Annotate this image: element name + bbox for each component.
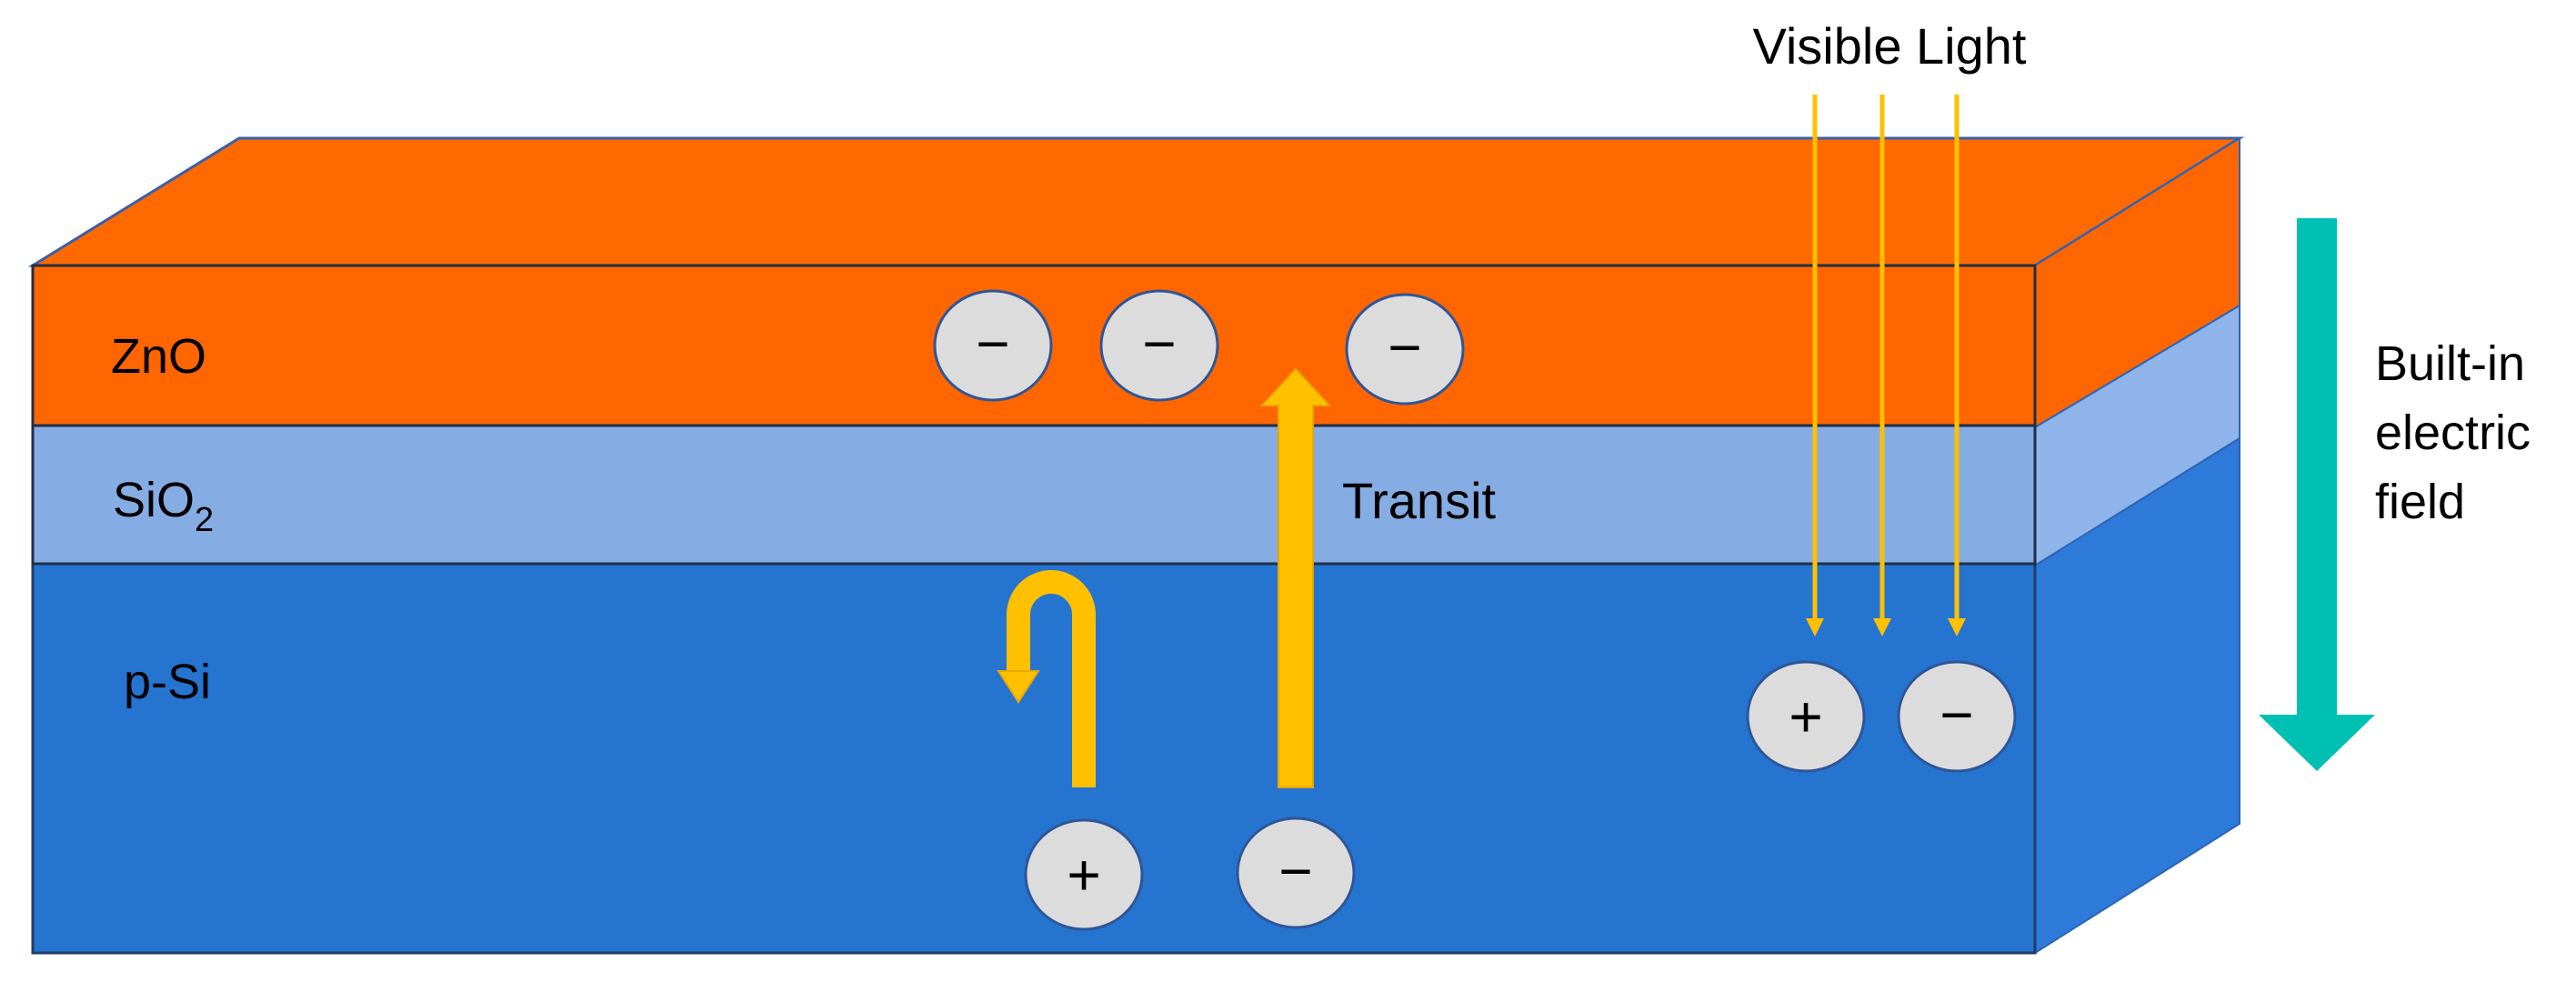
field-label-line3: field xyxy=(2375,475,2465,529)
psi-electron: − xyxy=(1236,817,1356,929)
zno-top-face xyxy=(27,136,2245,267)
zno-electron-2: − xyxy=(1099,289,1219,402)
photo-hole: + xyxy=(1746,660,1866,773)
visible-light-label: Visible Light xyxy=(1753,17,2027,75)
plus-sign: + xyxy=(1789,684,1822,749)
photo-electron: − xyxy=(1897,660,2017,773)
zno-electron-1: − xyxy=(933,289,1053,402)
minus-sign: − xyxy=(1388,315,1421,380)
minus-sign: − xyxy=(976,311,1009,376)
light-ray-2 xyxy=(1873,95,1891,636)
light-ray-3 xyxy=(1948,95,1966,636)
light-ray-1 xyxy=(1806,95,1824,636)
minus-sign: − xyxy=(1940,682,1973,747)
zno-label: ZnO xyxy=(111,329,206,384)
minus-sign: − xyxy=(1278,838,1312,904)
field-label-line1: Built-in xyxy=(2375,336,2525,391)
sio2-subscript: 2 xyxy=(195,501,214,539)
psi-hole: + xyxy=(1024,818,1144,931)
field-label-line2: electric xyxy=(2375,406,2531,460)
field-arrow xyxy=(2259,218,2375,771)
transit-label: Transit xyxy=(1342,472,1497,529)
minus-sign: − xyxy=(1142,311,1176,376)
hole-return-arrowhead xyxy=(997,670,1040,704)
sio2-label: SiO2 xyxy=(113,473,214,539)
plus-sign: + xyxy=(1067,842,1100,907)
zno-electron-3: − xyxy=(1345,293,1465,406)
psi-label: p-Si xyxy=(124,655,211,709)
sio2-layer xyxy=(31,424,2037,566)
transit-arrow xyxy=(1259,367,1332,788)
hole-return-arrow xyxy=(1007,570,1096,787)
